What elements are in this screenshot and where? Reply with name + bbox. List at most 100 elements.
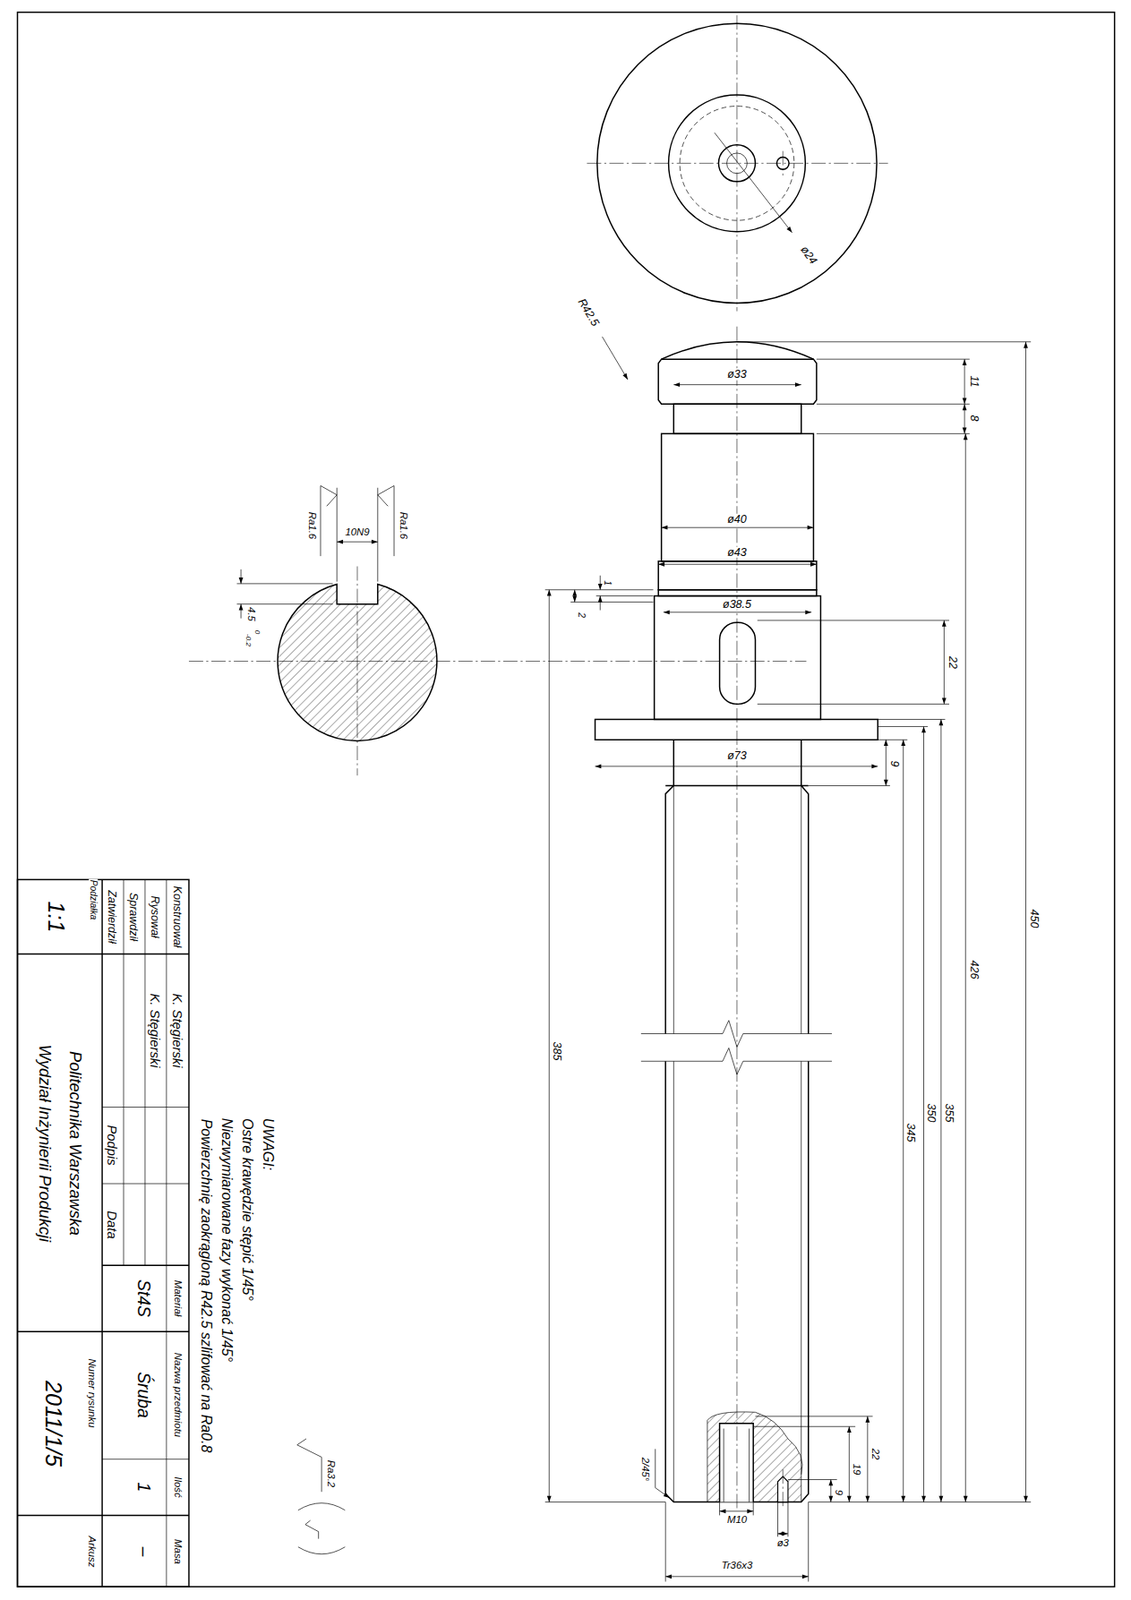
screw-side-view-part <box>719 1423 754 1503</box>
dimension-text: ø43 <box>726 546 748 558</box>
title-block-cell: Podziałka <box>88 879 98 922</box>
screw-side-view-part <box>719 622 756 704</box>
title-block-cell: Wydział Inżynierii Produkcji <box>36 1044 53 1243</box>
dimension-text: ø40 <box>726 514 748 526</box>
title-block-cell: Ilość <box>172 1475 183 1499</box>
dimension-lines-part <box>808 785 891 787</box>
section-view <box>188 485 806 776</box>
screw-side-view-part <box>658 359 817 404</box>
dimension-lines-part <box>778 1533 789 1534</box>
dimension-lines-part <box>877 726 928 728</box>
dimension-text: M10 <box>726 1516 748 1526</box>
dimension-text: 426 <box>968 959 980 980</box>
dimension-lines-part <box>665 1576 809 1577</box>
title-block-cell: St4S <box>134 1278 152 1319</box>
top-view <box>586 15 888 312</box>
section-view-part <box>336 541 378 543</box>
dimension-lines-part <box>757 619 950 621</box>
dimension-text: 345 <box>905 1122 917 1144</box>
dimension-lines-part <box>599 596 601 611</box>
dimension-text: 9 <box>832 1488 843 1496</box>
screw-side-view-part <box>782 1469 784 1508</box>
section-view-part <box>377 485 395 557</box>
dimension-lines-part <box>661 527 814 529</box>
dimension-text: 350 <box>925 1102 937 1123</box>
dimension-lines-part <box>574 590 575 603</box>
title-block-grid-part <box>17 1331 189 1333</box>
dimension-lines-part <box>595 765 879 767</box>
dimension-text: -0.2 <box>244 633 252 648</box>
title-block-cell: K. Stęgierski <box>171 993 185 1070</box>
title-block-cell: Zatwierdził <box>106 889 119 945</box>
section-view-part <box>237 603 334 605</box>
title-block-grid-part <box>17 879 189 1587</box>
dimension-lines-part <box>753 1502 754 1517</box>
dimension-text: 11 <box>968 375 980 389</box>
dimension-lines-part <box>602 336 628 380</box>
title-block-grid-part <box>102 1183 189 1185</box>
title-block-grid-part <box>165 879 167 1587</box>
screw-side-view-part <box>719 1423 754 1503</box>
dimension-lines-part <box>596 595 654 597</box>
title-block-cell: Materiał <box>172 1279 183 1319</box>
section-view-part <box>237 582 334 584</box>
screw-side-view-part <box>707 1412 803 1503</box>
dimension-lines-part <box>757 703 950 705</box>
dimension-lines-part <box>848 1426 850 1502</box>
dimension-lines-part <box>807 1502 809 1583</box>
roughness-value: Ra1.6 <box>398 511 409 540</box>
top-view-part <box>736 15 737 312</box>
title-block-grid-part <box>102 1106 189 1108</box>
dimension-text: 19 <box>851 1463 862 1477</box>
screw-side-view-part <box>641 1047 832 1075</box>
dimension-text: 1 <box>602 579 612 587</box>
roughness-value: Ra3.2 <box>325 1459 336 1489</box>
title-block-cell: Arkusz <box>85 1534 96 1568</box>
title-block-cell: Masa <box>172 1538 183 1566</box>
dimension-text: ø73 <box>726 749 748 762</box>
screw-side-view-part <box>707 1412 803 1503</box>
screw-side-view-part <box>661 342 814 360</box>
section-view-part <box>357 566 359 777</box>
dimension-lines-part <box>599 575 601 591</box>
dimension-lines-part <box>673 384 801 386</box>
dimension-text: 450 <box>1028 908 1040 929</box>
dimension-text: ø33 <box>726 368 748 381</box>
dimension-lines-part <box>719 1510 754 1512</box>
dimension-lines-part <box>548 590 550 1503</box>
screw-side-view-part <box>723 1429 749 1503</box>
note-text: Ostre krawędzie stępić 1/45° <box>239 1117 255 1303</box>
dimension-text: 385 <box>551 1041 564 1063</box>
dimension-lines-part <box>658 564 817 566</box>
dimension-text: 9 <box>888 759 900 768</box>
note-text: UWAGI: <box>260 1117 275 1172</box>
title-block-cell: Podpis <box>105 1123 120 1166</box>
dimension-lines-part <box>655 1448 670 1499</box>
screw-side-view-part <box>736 326 737 1509</box>
dimension-text: ø24 <box>797 243 820 267</box>
top-view-part <box>586 162 888 164</box>
screw-side-view-part <box>658 561 817 591</box>
title-block-grid-part <box>101 879 103 1587</box>
sheet-frame <box>17 12 1114 1588</box>
dimension-lines-part <box>753 1426 856 1428</box>
roughness-symbol-part <box>297 1439 322 1492</box>
roughness-symbol <box>297 1439 346 1555</box>
title-block-cell: Sprawdził <box>128 891 140 943</box>
title-block-grid-part <box>123 879 125 1266</box>
title-block-cell: Rysował <box>149 894 162 939</box>
dimension-lines-part <box>816 359 970 360</box>
title-block-grid-part <box>17 1515 189 1517</box>
dimension-text: ø38.5 <box>721 599 753 611</box>
title-block-cell: Data <box>105 1209 120 1240</box>
title-block-cell: Politechnika Warszawska <box>67 1050 84 1237</box>
dimension-lines-part <box>885 739 887 786</box>
section-view-part <box>320 485 337 557</box>
title-block-cell: K. Stęgierski <box>148 993 163 1070</box>
title-block-cell: Konstruował <box>171 884 184 949</box>
dimension-lines <box>545 336 1031 1582</box>
title-block-cell: Śruba <box>134 1370 152 1420</box>
note-text: Niezwymiarowane fazy wykonać 1/45° <box>219 1117 234 1363</box>
dimension-text: Tr36x3 <box>720 1560 754 1571</box>
